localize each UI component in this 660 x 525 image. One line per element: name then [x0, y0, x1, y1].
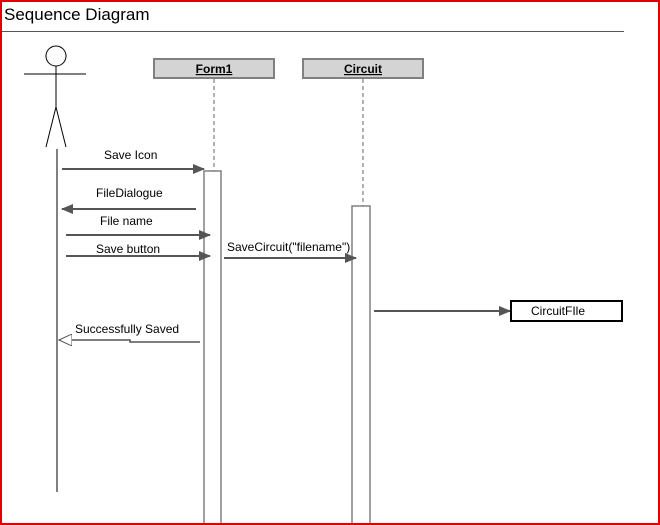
form1-label: Form1 [196, 62, 233, 76]
message-success-label: Successfully Saved [75, 322, 179, 336]
circuit-label: Circuit [344, 62, 382, 76]
message-file-name-label: File name [100, 214, 153, 228]
diagram-title: Sequence Diagram [4, 5, 150, 24]
message-success-arrow [59, 340, 200, 342]
message-save-icon-label: Save Icon [104, 148, 157, 162]
circuit-file-box [510, 300, 623, 322]
message-save-circuit-label: SaveCircuit("filename") [227, 240, 350, 254]
form1-header [153, 58, 275, 79]
form1-activation [203, 170, 222, 523]
title-divider [2, 31, 624, 32]
circuit-header [302, 58, 424, 79]
message-save-button-label: Save button [96, 242, 160, 256]
circuit-activation [351, 205, 371, 523]
message-file-dialogue-label: FileDialogue [96, 186, 163, 200]
circuit-file-label: CircuitFIle [531, 304, 585, 318]
actor-icon [24, 45, 86, 148]
